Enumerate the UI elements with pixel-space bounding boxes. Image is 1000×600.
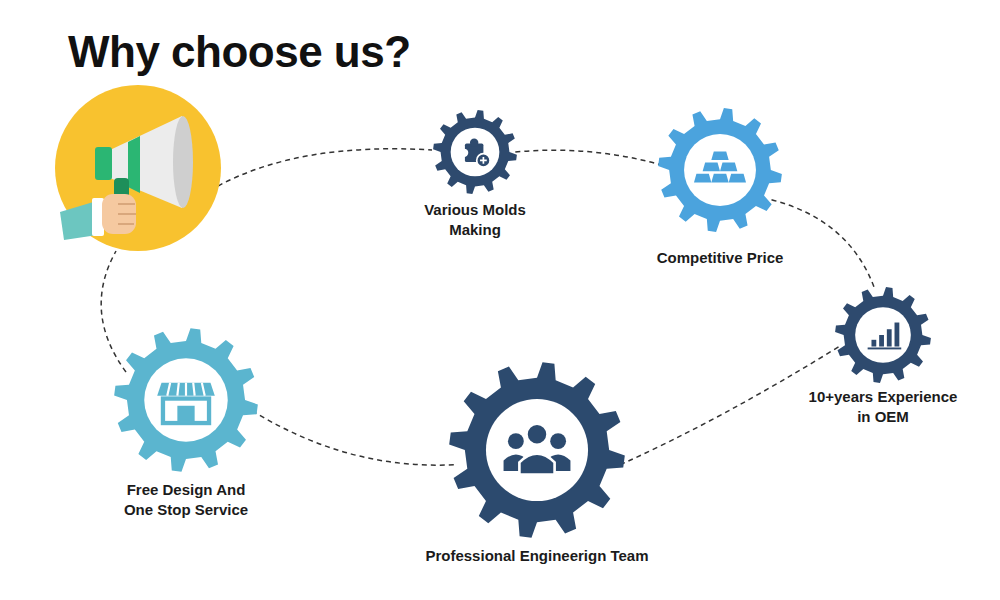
gear-node: Professional Engineerign Team [377, 362, 697, 566]
gold-bars-icon [694, 151, 746, 182]
gear-shape [114, 328, 258, 472]
gear-label: Competitive Price [615, 248, 825, 268]
dashed-connector [254, 412, 454, 465]
gear-outline [433, 110, 517, 194]
gear-label: Free Design And One Stop Service [111, 480, 261, 519]
shop-icon [157, 383, 215, 423]
bar-chart-icon [868, 323, 902, 350]
gear-hub [451, 128, 500, 177]
gear-shape [835, 287, 931, 383]
gear-hub [144, 358, 228, 442]
gear-shape [449, 362, 625, 538]
icon-circle [55, 85, 221, 251]
gear-node: Competitive Price [615, 108, 825, 268]
team-icon [504, 424, 571, 475]
hand [102, 194, 136, 234]
gear-node: Various Molds Making [400, 110, 550, 239]
gear-outline [114, 328, 258, 472]
title: Why choose us? [68, 30, 411, 74]
gear-label: 10+years Experience in OEM [797, 387, 969, 426]
dashed-loop [101, 251, 126, 372]
megaphone-band [128, 136, 140, 193]
gear-shape [433, 110, 517, 194]
fingers [118, 204, 136, 224]
gear-node: 10+years Experience in OEM [793, 287, 973, 426]
puzzle-icon [460, 139, 490, 168]
gear-label: Various Molds Making [409, 200, 541, 239]
megaphone-mouth [173, 116, 193, 208]
dashed-connector [772, 200, 876, 290]
gear-outline [835, 287, 931, 383]
gear-label: Professional Engineerign Team [382, 546, 692, 566]
gear-node: Free Design And One Stop Service [101, 328, 271, 519]
gear-hub [855, 307, 911, 363]
dashed-connector [515, 150, 660, 165]
gear-shape [658, 108, 782, 232]
gear-hub [486, 399, 588, 501]
megaphone-icon [55, 85, 221, 251]
gear-hub [684, 134, 756, 206]
gear-outline [658, 108, 782, 232]
gear-outline [449, 362, 625, 538]
megaphone-back [95, 147, 112, 180]
dashed-loop [218, 149, 432, 186]
